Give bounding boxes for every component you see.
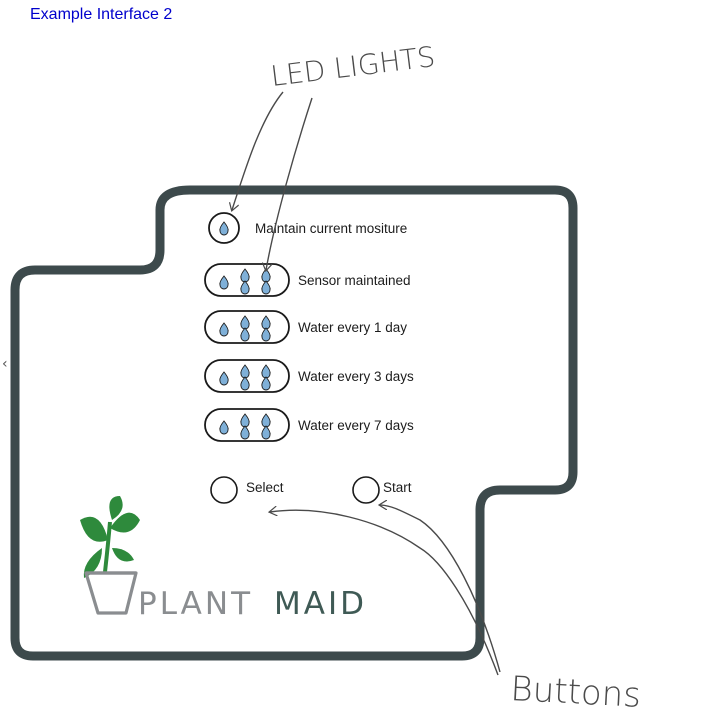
water-drop-icon [261, 280, 271, 295]
annotation-buttons: Buttons [510, 669, 642, 716]
water-drop-icon [240, 280, 250, 295]
water-drop-icon [261, 376, 271, 391]
led-label: Water every 3 days [298, 369, 414, 384]
water-drop-icon [240, 376, 250, 391]
water-drop-icon [261, 425, 271, 440]
annotation-arrow-start [380, 505, 501, 673]
led-label: Water every 7 days [298, 418, 414, 433]
led-indicator: Water every 1 day [204, 310, 407, 344]
water-drop-icon [219, 371, 229, 386]
page-title: Example Interface 2 [30, 6, 173, 23]
select-button[interactable]: Select [210, 476, 284, 504]
led-indicator: Water every 7 days [204, 408, 414, 442]
brand-name-maid: MAID [274, 586, 367, 622]
plant-logo-icon [80, 496, 140, 615]
select-button-label: Select [246, 480, 284, 495]
water-drop-icon [219, 420, 229, 435]
chevron-left-icon[interactable]: ‹ [2, 356, 8, 372]
led-indicator: Water every 3 days [204, 359, 414, 393]
start-button-label: Start [383, 480, 412, 495]
led-label: Sensor maintained [298, 273, 411, 288]
water-drop-icon [219, 322, 229, 337]
water-drop-icon [219, 221, 229, 236]
start-button[interactable]: Start [352, 476, 412, 504]
water-drop-icon [240, 425, 250, 440]
water-drop-icon [240, 327, 250, 342]
led-label: Maintain current mositure [255, 221, 407, 236]
brand-name-plant: PLANT [138, 586, 253, 622]
annotation-arrow-led-2 [266, 97, 313, 270]
led-label: Water every 1 day [298, 320, 407, 335]
device-panel-outline [10, 185, 578, 661]
led-indicator: Maintain current mositure [208, 212, 407, 244]
water-drop-icon [261, 327, 271, 342]
annotation-led-lights: LED LIGHTS [269, 40, 437, 93]
annotation-arrow-select [270, 510, 499, 676]
water-drop-icon [219, 275, 229, 290]
annotation-arrow-led-1 [232, 91, 284, 210]
